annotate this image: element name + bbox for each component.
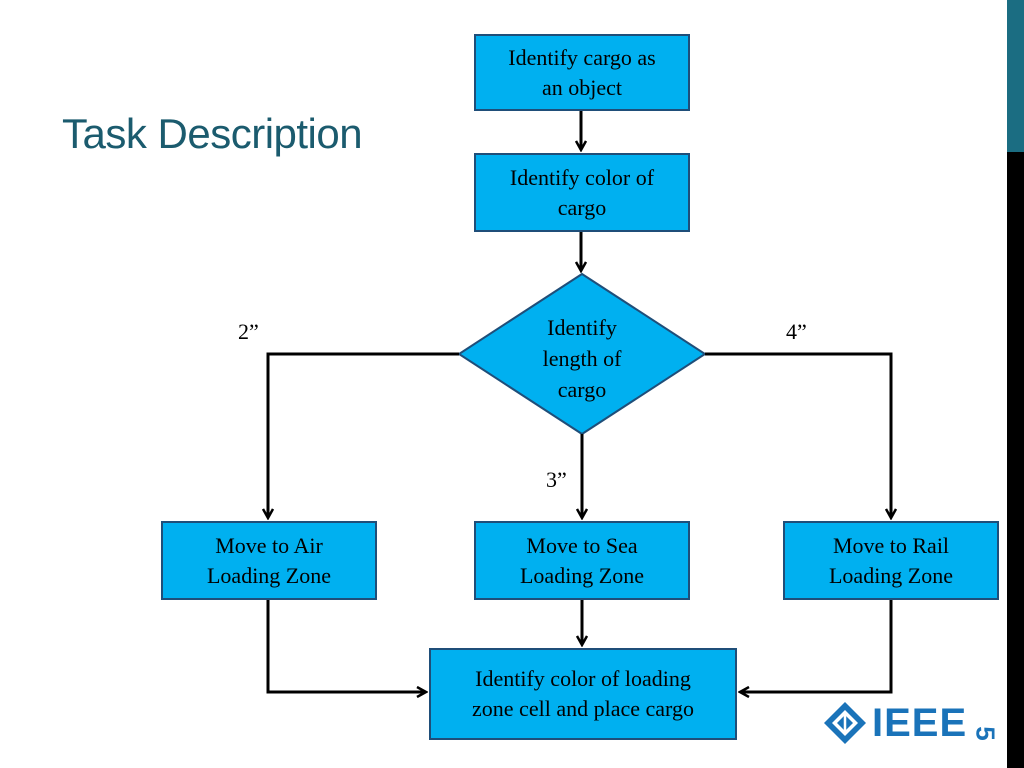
node-rail-zone: Move to Rail Loading Zone	[783, 521, 999, 600]
arrow-length-to-rail	[705, 352, 891, 518]
node-identify-color: Identify color of cargo	[474, 153, 690, 232]
edge-label-3-inch: 3”	[546, 467, 567, 492]
node-sea-zone: Move to Sea Loading Zone	[474, 521, 690, 600]
ieee-logo: IEEE	[822, 700, 967, 746]
node-identify-length: Identify length of cargo	[542, 315, 622, 402]
arrow-air-to-place	[266, 599, 426, 692]
node-place-cargo: Identify color of loading zone cell and …	[429, 648, 737, 740]
side-accent-bar-bottom	[1007, 152, 1024, 768]
side-accent-bar-top	[1007, 0, 1024, 152]
arrow-length-to-air	[268, 352, 459, 518]
slide-title: Task Description	[62, 110, 363, 157]
node-air-zone: Move to Air Loading Zone	[161, 521, 377, 600]
ieee-diamond-icon	[824, 702, 866, 744]
edge-label-4-inch: 4”	[786, 319, 807, 344]
arrow-rail-to-place	[740, 599, 893, 692]
ieee-logo-text: IEEE	[872, 700, 968, 745]
node-identify-object: Identify cargo as an object	[474, 34, 690, 111]
edge-label-2-inch: 2”	[238, 319, 259, 344]
slide-page-number: 5	[970, 726, 1001, 741]
